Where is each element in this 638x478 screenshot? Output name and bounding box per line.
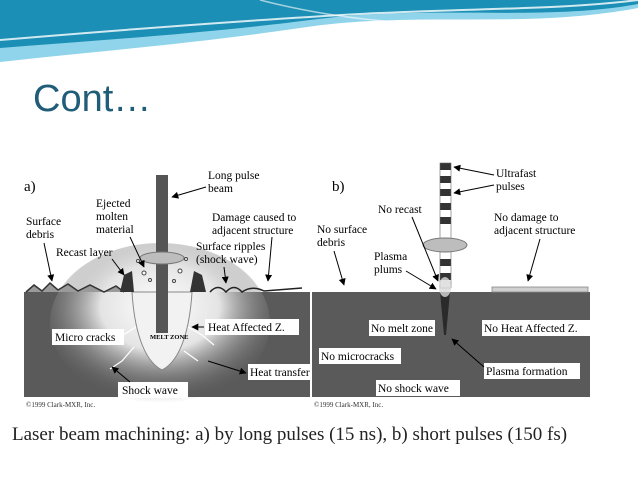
long-pulse-beam-label: Long pulse beam <box>208 170 262 195</box>
heat-transfer-pointer <box>207 360 247 375</box>
shock-wave-label: Shock wave <box>122 385 178 397</box>
micro-cracks-box <box>52 329 124 345</box>
no-debris-pointer <box>333 250 346 286</box>
pulses-pointer-2 <box>453 184 495 196</box>
shock-wave-pointer <box>111 366 131 383</box>
no-shock-wave-box <box>376 380 460 396</box>
panel-b-label: b) <box>332 179 345 195</box>
panel-a: a) MELT ZONE Long pulse beam <box>24 170 318 409</box>
plasma-plume-label: Plasma plums <box>374 251 410 276</box>
recast-layer-right <box>190 271 206 292</box>
melt-zone-label: MELT ZONE <box>150 334 188 341</box>
beam-lens-b <box>422 237 468 253</box>
panel-a-label: a) <box>24 179 36 195</box>
narrow-hole <box>440 292 450 335</box>
plasma-plume-pointer <box>405 270 437 290</box>
slide-title: Cont… <box>33 78 152 120</box>
no-melt-zone-box <box>369 320 435 336</box>
plasma-formation-box <box>484 363 580 379</box>
heat-affected-box <box>205 319 299 335</box>
laser-machining-figure: a) MELT ZONE Long pulse beam <box>12 155 624 413</box>
heat-transfer-label: Heat transfer <box>250 367 310 379</box>
no-heat-affected-box <box>482 320 590 336</box>
no-damage-label: No damage to adjacent structure <box>494 212 575 237</box>
no-damage-pointer <box>526 238 541 282</box>
shock-wave-box <box>118 382 188 398</box>
recast-layer-left <box>120 271 134 292</box>
surface-ripples <box>209 286 303 294</box>
plasma-formation-label: Plasma formation <box>486 366 568 378</box>
plasma-formation-pointer <box>451 338 485 368</box>
heat-transfer-box <box>248 364 318 380</box>
micro-cracks-label: Micro cracks <box>55 332 116 344</box>
ripples-pointer <box>221 266 229 284</box>
panel-b: b) Ultrafast pulses No recast No surface <box>312 162 590 409</box>
surface-debris-pointer <box>43 242 55 282</box>
ejected-material-label: Ejected molten material <box>96 198 134 236</box>
no-microcracks-box <box>319 348 401 364</box>
no-heat-affected-label: No Heat Affected Z. <box>484 323 578 335</box>
pulses-pointer-1 <box>453 164 495 176</box>
beam-lens <box>139 251 185 265</box>
panel-a-copyright: ©1999 Clark-MXR, Inc. <box>26 401 95 409</box>
no-melt-zone-label: No melt zone <box>371 323 433 335</box>
ejected-pointer <box>129 236 145 268</box>
recast-layer-label: Recast layer <box>56 247 113 259</box>
heat-affected-label: Heat Affected Z. <box>208 322 285 334</box>
plasma-plume <box>439 277 451 297</box>
header-wave-band <box>0 0 638 62</box>
surface-ripples-label: Surface ripples (shock wave) <box>196 241 268 266</box>
damage-adjacent-label: Damage caused to adjacent structure <box>212 212 299 237</box>
adjacent-structure <box>491 286 589 293</box>
no-recast-label: No recast <box>378 204 423 216</box>
figure-caption: Laser beam machining: a) by long pulses … <box>12 424 568 445</box>
no-surface-debris-label: No surface debris <box>317 224 370 249</box>
surface-debris-texture <box>25 281 125 293</box>
damage-pointer <box>265 236 273 282</box>
surface-debris-label: Surface debris <box>26 216 64 241</box>
recast-pointer <box>111 258 125 276</box>
no-shock-wave-label: No shock wave <box>378 383 449 395</box>
ultrafast-pulses-label: Ultrafast pulses <box>496 168 539 193</box>
panel-b-copyright: ©1999 Clark-MXR, Inc. <box>314 401 383 409</box>
beam-pointer <box>171 186 207 199</box>
no-recast-pointer <box>411 216 439 282</box>
no-microcracks-label: No microcracks <box>321 351 395 363</box>
panel-b-material <box>312 292 590 397</box>
